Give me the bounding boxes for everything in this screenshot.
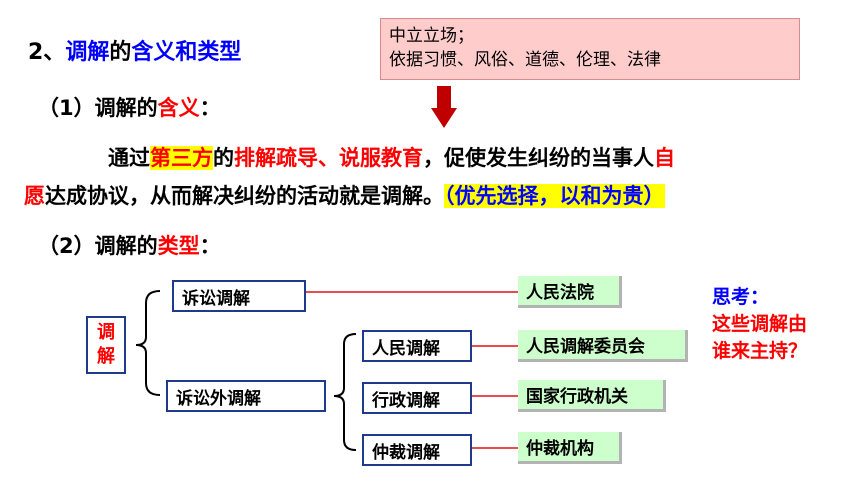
section-1-heading: （1）调解的含义： [38,92,221,122]
think-question: 思考： 这些调解由谁来主持？ [712,284,822,365]
def-voluntary-1: 自 [654,146,675,170]
title-prefix: 2、 [28,40,66,65]
principle-note: 中立立场； 依据习惯、风俗、道德、伦理、法律 [380,18,800,80]
section-1-label: （1）调解的 [38,96,158,120]
def-s3: 的 [213,146,234,170]
def-methods: 排解疏导、说服教育 [234,146,423,170]
admin-mediation-box: 行政调解 [362,382,472,414]
down-arrow-shaft [437,86,451,110]
definition-line-2: 愿达成协议，从而解决纠纷的活动就是调解。（优先选择，以和为贵） [24,180,665,210]
def-voluntary-2: 愿 [24,184,45,208]
arbitration-mediation-box: 仲裁调解 [362,434,472,466]
def-s8: 达成协议，从而解决纠纷的活动就是调解。 [45,184,444,208]
section-2-label: （2）调解的 [38,234,158,258]
think-label: 思考： [712,286,770,308]
root-brace [135,290,161,396]
section-2-key: 类型 [157,234,200,258]
arb-body-label: 仲裁机构 [526,439,594,459]
court-box: 人民法院 [518,276,622,308]
sub-brace [333,333,357,451]
court-label: 人民法院 [526,283,594,303]
arb-body-box: 仲裁机构 [518,432,622,464]
agency-box: 国家行政机关 [518,380,666,412]
down-arrow-icon [431,108,457,128]
section-2-heading: （2）调解的类型： [38,230,221,260]
note-line-1: 中立立场； [389,26,474,46]
think-text: 这些调解由谁来主持？ [712,313,808,362]
section-2-colon: ： [199,234,221,258]
non-litigation-mediation-box: 诉讼外调解 [166,380,326,412]
root-char-2: 解 [97,346,115,367]
admin-label: 行政调解 [372,390,440,411]
non-litigation-label: 诉讼外调解 [176,388,261,409]
people-mediation-box: 人民调解 [362,330,472,362]
def-priority-note: （优先选择，以和为贵） [444,184,665,208]
title-de: 的 [109,40,132,65]
people-label: 人民调解 [372,338,440,359]
def-s5: ，促使发生纠纷的当事人 [423,146,654,170]
root-mediation-box: 调 解 [86,316,126,374]
arbitration-label: 仲裁调解 [372,442,440,463]
committee-label: 人民调解委员会 [526,337,645,357]
slide-title: 2、调解的含义和类型 [28,34,241,66]
committee-box: 人民调解委员会 [518,330,688,362]
def-s1: 通过 [108,146,150,170]
note-line-2: 依据习惯、风俗、道德、伦理、法律 [389,50,661,70]
title-topic: 含义和类型 [131,40,242,65]
def-third-party: 第三方 [150,146,213,170]
litigation-label: 诉讼调解 [182,288,250,309]
agency-label: 国家行政机关 [526,387,628,407]
definition-line-1: 通过第三方的排解疏导、说服教育，促使发生纠纷的当事人自 [108,142,675,172]
root-char-1: 调 [97,322,115,343]
title-key: 调解 [65,40,110,65]
litigation-mediation-box: 诉讼调解 [172,280,306,312]
section-1-key: 含义 [157,96,200,120]
section-1-colon: ： [199,96,221,120]
